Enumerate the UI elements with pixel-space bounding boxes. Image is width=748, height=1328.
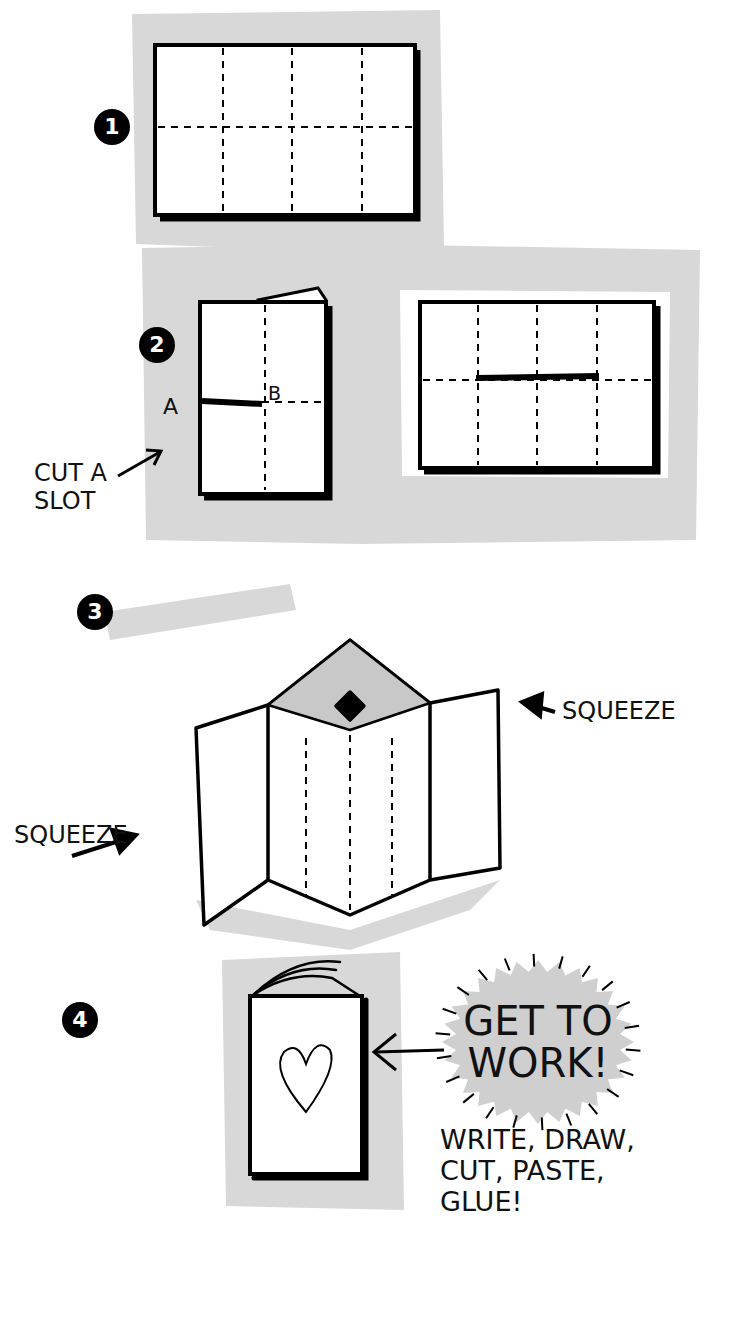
gray-background [132, 10, 444, 250]
squeezed-paper [196, 640, 500, 925]
gray-background [104, 10, 700, 1210]
callout-burst: GET TO WORK! [420, 940, 656, 1144]
burst-ray [446, 1076, 459, 1082]
burst-ray [505, 959, 510, 971]
booklet [252, 961, 340, 996]
arrow [118, 450, 161, 476]
arrow [374, 1034, 444, 1070]
step-number-text: 1 [104, 116, 119, 138]
burst-fill [442, 960, 634, 1124]
squeezed-paper [268, 640, 430, 730]
instruction-text: SQUEEZE [14, 822, 128, 850]
paper-sheet [160, 50, 418, 219]
white-patch [400, 290, 670, 478]
instruction-text: SQUEEZE [562, 698, 676, 726]
gray-background [104, 584, 296, 640]
burst-ray [479, 970, 488, 980]
burst-ray [625, 1026, 639, 1028]
burst-ray [602, 981, 613, 990]
burst-ray [463, 1094, 474, 1103]
step-number: 1 [94, 109, 130, 145]
paper-sheet [155, 45, 418, 219]
booklet [252, 976, 360, 996]
burst-ray [443, 1009, 457, 1014]
booklet [250, 996, 362, 1174]
fold-line [264, 305, 266, 490]
arrow [374, 1034, 396, 1070]
paper-sheet [155, 45, 415, 215]
step-number-text: 2 [149, 334, 164, 356]
fold-line [158, 126, 412, 128]
squeezed-paper [196, 640, 500, 925]
gray-background [142, 244, 700, 544]
instruction-text: WRITE, DRAW, CUT, PASTE, GLUE! [440, 1124, 685, 1217]
burst-ray [620, 1070, 634, 1075]
step-number-text: 4 [72, 1009, 87, 1031]
burst-ray [533, 954, 536, 967]
booklet [252, 968, 336, 996]
fold-line [305, 738, 307, 895]
fold-line [596, 305, 598, 465]
burst-ray [617, 1002, 630, 1008]
instruction-text: CUT A SLOT [34, 460, 144, 515]
fold-line [349, 735, 351, 910]
step-number-text: 3 [87, 601, 102, 623]
fold-line [391, 738, 393, 895]
paper-sheet [424, 306, 658, 472]
burst-ray [436, 1033, 451, 1034]
fold-line [423, 305, 651, 465]
slot-cut [202, 401, 262, 404]
booklet [254, 1000, 366, 1178]
arrow [72, 694, 555, 856]
folded-sheet [200, 288, 330, 498]
burst-ray [589, 1104, 598, 1114]
fold-line [477, 305, 479, 465]
step-number: 3 [77, 594, 113, 630]
burst-ray [457, 987, 469, 995]
fold-line [158, 48, 412, 212]
burst-ray [437, 1056, 451, 1058]
slot-cut [202, 401, 262, 404]
burst-ray [486, 1107, 493, 1118]
white-patch [400, 290, 670, 478]
burst-ray [607, 1089, 619, 1097]
gray-background [222, 952, 404, 1210]
point-label: A [163, 394, 178, 419]
booklet [250, 961, 366, 1178]
callout-text: GET TO WORK! [443, 1000, 633, 1084]
booklet [280, 1045, 332, 1112]
paper-sheet [420, 302, 654, 468]
point-label: B [268, 383, 281, 405]
burst-ray [626, 1050, 641, 1051]
burst-ray [559, 956, 563, 968]
fold-line [222, 48, 224, 212]
fold-line [536, 305, 538, 465]
paper-sheet [420, 302, 658, 472]
slot-cut [476, 376, 599, 378]
slot-cut [476, 376, 599, 378]
step-number: 4 [62, 1002, 98, 1038]
step-number: 2 [139, 327, 175, 363]
squeezed-paper [336, 692, 364, 720]
arrow [522, 694, 542, 716]
burst-ray [566, 1114, 571, 1126]
fold-line [262, 305, 324, 490]
burst-ray [583, 966, 590, 977]
arrow [146, 450, 161, 465]
fold-line [306, 735, 392, 910]
arrow [376, 1050, 444, 1052]
folded-sheet [200, 302, 326, 494]
fold-line [361, 48, 363, 212]
fold-line [291, 48, 293, 212]
